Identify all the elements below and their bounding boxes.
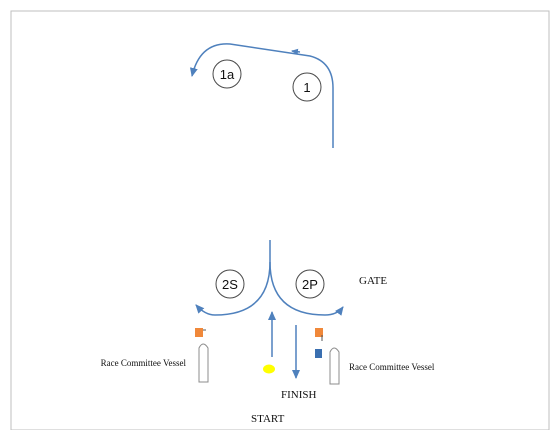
yellow-start-mark bbox=[263, 364, 275, 374]
finish-label: FINISH bbox=[281, 389, 317, 401]
rc-vessel-right bbox=[315, 328, 340, 385]
mark-1-label: 1 bbox=[303, 80, 310, 95]
vessel-hull-left bbox=[198, 343, 209, 383]
rc-vessel-left-label: Race Committee Vessel bbox=[101, 358, 187, 368]
mark-1a-label: 1a bbox=[220, 67, 235, 82]
start-label: START bbox=[251, 413, 285, 425]
course-line-gate-right bbox=[269, 261, 344, 316]
mark-1: 1 bbox=[292, 72, 322, 102]
rc-vessel-right-label: Race Committee Vessel bbox=[349, 362, 435, 372]
mark-2p-label: 2P bbox=[302, 277, 318, 292]
direction-arrow-1 bbox=[291, 48, 301, 55]
vessel-hull-right bbox=[329, 347, 340, 385]
blue-flag-right bbox=[315, 349, 322, 358]
gate-label: GATE bbox=[359, 275, 387, 287]
mark-2s: 2S bbox=[215, 269, 245, 299]
rc-vessel-left bbox=[195, 328, 209, 383]
orange-flag-left bbox=[195, 328, 203, 337]
mark-2s-label: 2S bbox=[222, 277, 238, 292]
diagram-frame bbox=[10, 10, 550, 431]
mark-2p: 2P bbox=[295, 269, 325, 299]
course-line-top bbox=[189, 43, 334, 148]
course-line-gate-left bbox=[195, 240, 271, 316]
orange-flag-right bbox=[315, 328, 323, 337]
mark-1a: 1a bbox=[212, 59, 242, 89]
